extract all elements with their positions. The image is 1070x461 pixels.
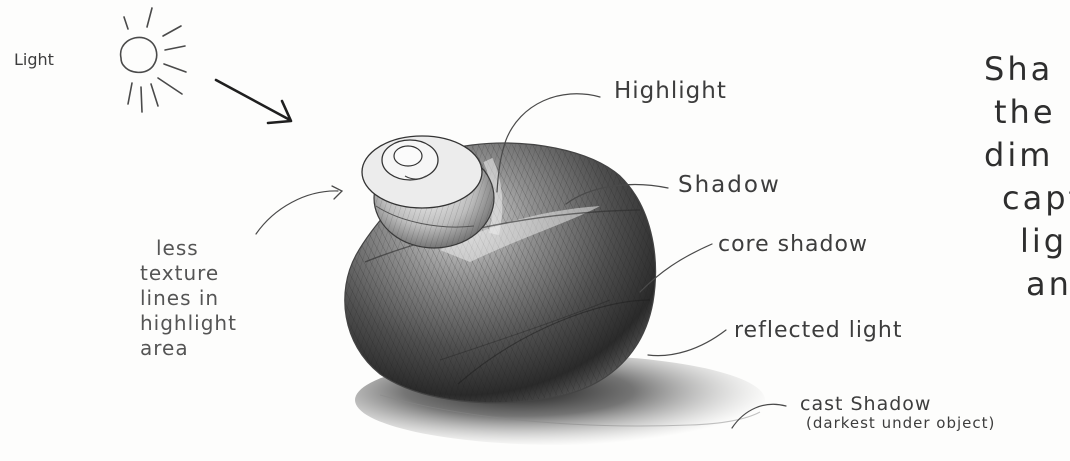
side-note-text: Sha the dim capt lig an [984,48,1070,306]
less-texture-line: area [140,336,237,361]
side-note-line: Sha [984,48,1070,91]
less-texture-line: highlight [140,311,237,336]
label-core-shadow: core shadow [718,232,868,257]
side-note-line: capt [984,177,1070,220]
side-note-line: dim [984,134,1070,177]
less-texture-line: lines in [140,286,237,311]
less-texture-note: less texture lines in highlight area [140,236,237,361]
label-highlight: Highlight [614,78,727,104]
shell [345,136,656,403]
sun-icon [121,8,186,112]
light-label: Light [14,50,54,69]
label-cast-shadow-note: (darkest under object) [806,414,995,432]
leader-reflected-light [648,330,726,356]
side-note-line: lig [984,220,1070,263]
side-note-line: an [984,263,1070,306]
label-reflected-light: reflected light [734,318,902,343]
light-direction-arrow [216,80,291,123]
leader-less-texture [256,191,338,234]
side-note-line: the [984,91,1070,134]
less-texture-line: texture [140,261,237,286]
less-texture-line: less [140,236,237,261]
label-cast-shadow: cast Shadow [800,393,931,415]
label-shadow: Shadow [678,172,781,198]
